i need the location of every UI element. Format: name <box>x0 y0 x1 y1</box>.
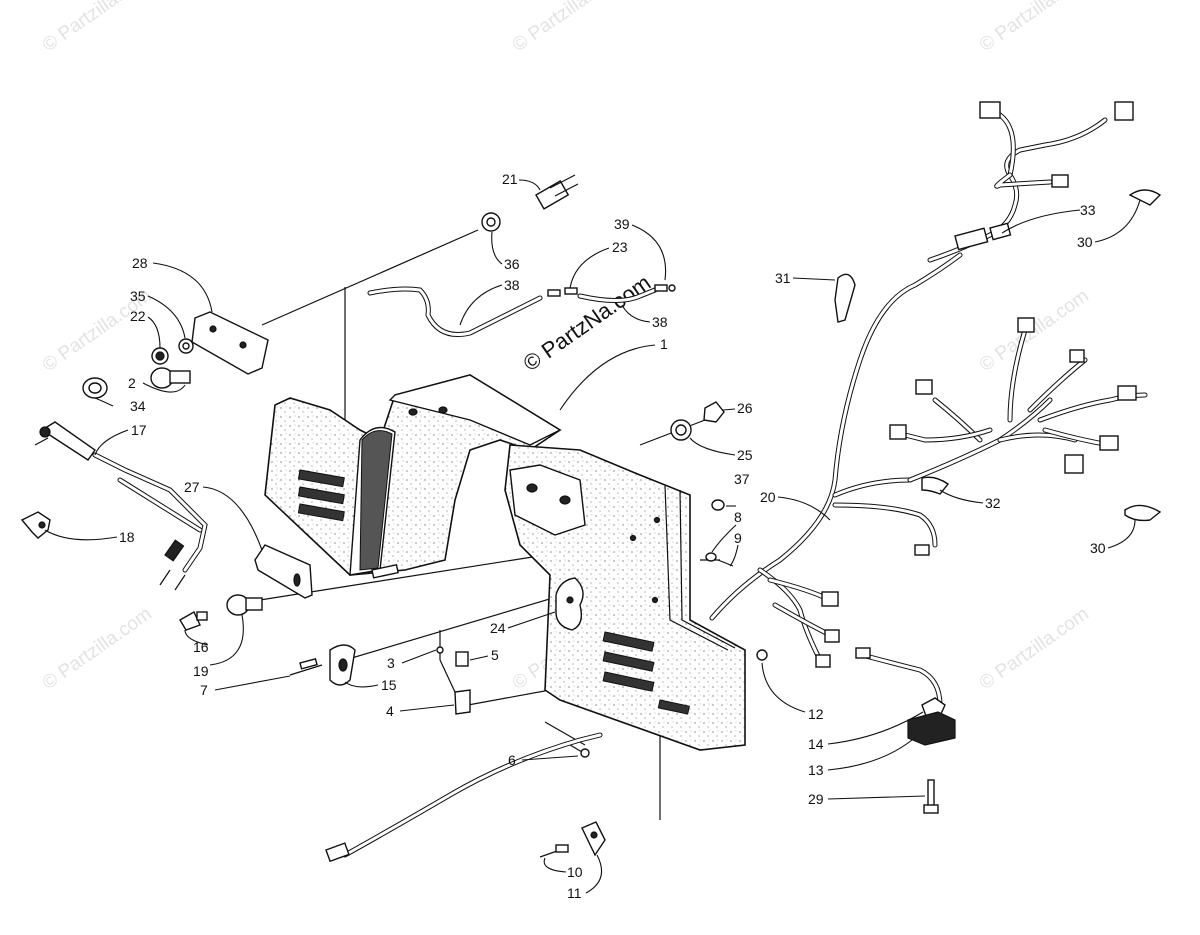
callout-5: 5 <box>491 647 499 663</box>
callout-3: 3 <box>387 655 395 671</box>
callout-27: 27 <box>184 479 200 495</box>
fasteners-right <box>670 401 768 661</box>
callout-14: 14 <box>808 736 824 752</box>
watermark-text: © Partzilla.com <box>509 0 626 56</box>
indicator-lamp <box>289 644 356 686</box>
watermark-center-text: © PartzNa.com <box>519 270 656 376</box>
callout-33: 33 <box>1080 202 1096 218</box>
callout-28: 28 <box>132 255 148 271</box>
callout-6: 6 <box>508 752 516 768</box>
callout-2: 2 <box>128 375 136 391</box>
callout-15: 15 <box>381 677 397 693</box>
callout-24: 24 <box>490 620 506 636</box>
watermark-text: © Partzilla.com <box>39 0 156 56</box>
callout-23: 23 <box>612 239 628 255</box>
upper-harness <box>834 101 1162 522</box>
callout-1: 1 <box>660 336 668 352</box>
callout-20: 20 <box>760 489 776 505</box>
callout-26: 26 <box>737 400 753 416</box>
watermark-text: © Partzilla.com <box>39 603 156 694</box>
callout-38-left: 38 <box>504 277 520 293</box>
callout-35: 35 <box>130 288 146 304</box>
dimmer-switch <box>481 174 579 232</box>
ignition-switch <box>20 377 208 591</box>
callout-30-lower: 30 <box>1090 540 1106 556</box>
callout-16: 16 <box>193 639 209 655</box>
callout-29: 29 <box>808 791 824 807</box>
callout-34: 34 <box>130 398 146 414</box>
callout-12: 12 <box>808 706 824 722</box>
callout-36: 36 <box>504 256 520 272</box>
callout-25: 25 <box>737 447 753 463</box>
watermark-text: © Partzilla.com <box>976 603 1093 694</box>
callouts: 1 2 3 4 5 6 7 8 9 10 11 12 13 <box>44 171 1141 901</box>
callout-10: 10 <box>567 864 583 880</box>
callout-19: 19 <box>193 663 209 679</box>
light-switch <box>179 594 263 631</box>
switch-plate <box>150 311 269 389</box>
clips <box>436 630 471 715</box>
bracket <box>254 544 399 599</box>
callout-7: 7 <box>200 682 208 698</box>
terminal-block <box>855 647 956 814</box>
callout-9: 9 <box>734 530 742 546</box>
lower-harness <box>325 732 606 863</box>
jumper-wires <box>367 284 676 337</box>
callout-22: 22 <box>130 308 146 324</box>
callout-8: 8 <box>734 509 742 525</box>
console-housing <box>264 374 746 751</box>
watermark-text: © Partzilla.com <box>976 0 1093 56</box>
callout-17: 17 <box>131 422 147 438</box>
callout-18: 18 <box>119 529 135 545</box>
callout-30-upper: 30 <box>1077 234 1093 250</box>
callout-32: 32 <box>985 495 1001 511</box>
callout-39: 39 <box>614 216 630 232</box>
callout-13: 13 <box>808 762 824 778</box>
main-harness <box>709 252 1148 668</box>
callout-37: 37 <box>734 471 750 487</box>
callout-31: 31 <box>775 270 791 286</box>
callout-4: 4 <box>386 703 394 719</box>
callout-11: 11 <box>567 885 582 901</box>
callout-38-right: 38 <box>652 314 668 330</box>
callout-21: 21 <box>502 171 518 187</box>
